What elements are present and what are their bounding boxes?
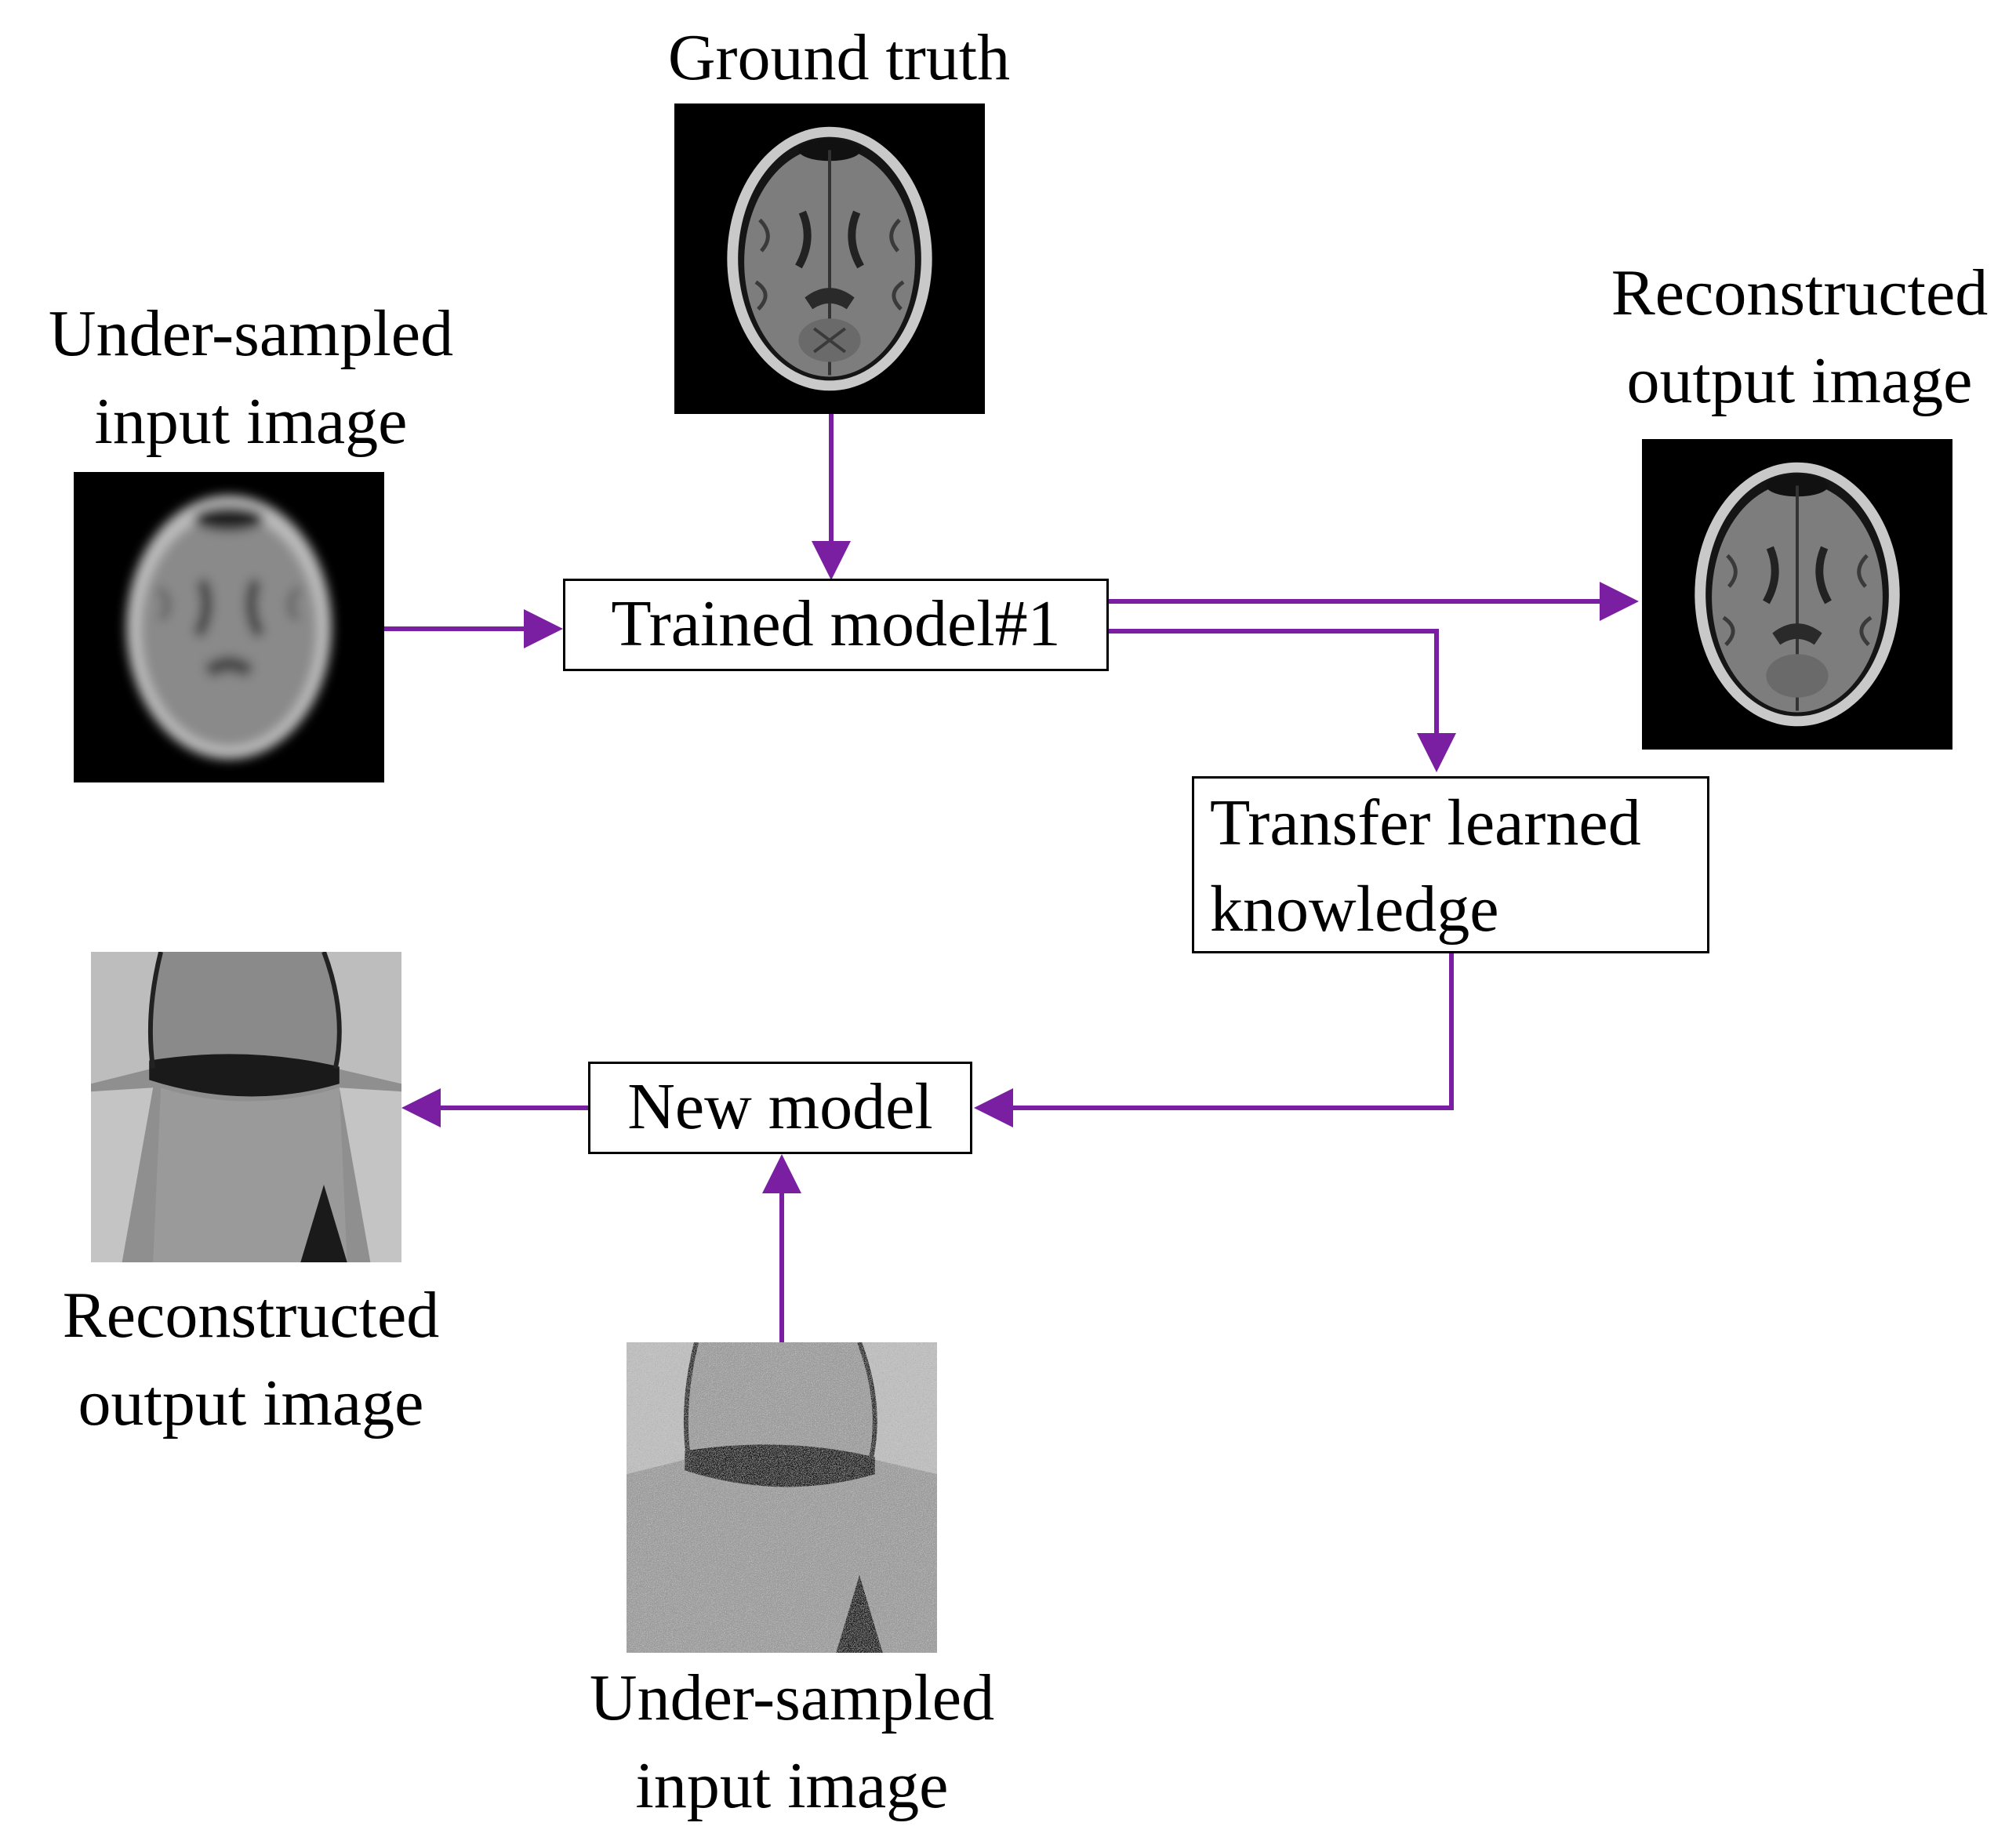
- arrow-head-transfer: [1417, 733, 1456, 772]
- reconstructed-brain-image: [1642, 439, 1952, 750]
- knee-mri-icon: [91, 952, 401, 1262]
- undersampled-brain-label: Under-sampled input image: [48, 297, 454, 458]
- undersampled-knee-label: Under-sampled input image: [589, 1661, 995, 1822]
- arrow-transfer-to-new-model: [1005, 953, 1454, 1110]
- ground-truth-brain-image: [674, 103, 985, 414]
- trained-model-box: Trained model#1: [563, 579, 1109, 671]
- new-model-label: New model: [627, 1070, 933, 1143]
- arrow-head-knee-input: [762, 1154, 801, 1193]
- undersampled-brain-image: [74, 472, 384, 782]
- reconstructed-brain-label: Reconstructed output image: [1611, 256, 1989, 417]
- arrow-head-knee-output: [401, 1088, 441, 1127]
- reconstructed-knee-label: Reconstructed output image: [62, 1279, 440, 1440]
- arrow-head-output: [1600, 582, 1639, 621]
- arrow-head-ground-truth: [812, 541, 851, 580]
- arrow-model-to-transfer: [1109, 629, 1439, 741]
- trained-model-label: Trained model#1: [611, 587, 1061, 660]
- ground-truth-label: Ground truth: [667, 21, 1011, 94]
- arrow-head-input: [524, 609, 563, 648]
- transfer-knowledge-box: Transfer learned knowledge: [1192, 776, 1709, 953]
- new-model-box: New model: [588, 1062, 972, 1154]
- brain-mri-blurred-icon: [126, 495, 332, 760]
- brain-mri-icon: [727, 126, 932, 391]
- transfer-label-line1: Transfer learned: [1210, 786, 1641, 859]
- knee-mri-noisy-icon: [627, 1342, 937, 1653]
- arrow-head-new-model: [974, 1088, 1013, 1127]
- undersampled-knee-image: [627, 1342, 937, 1653]
- brain-mri-reconstructed-icon: [1695, 462, 1900, 727]
- transfer-label-line2: knowledge: [1210, 873, 1499, 946]
- reconstructed-knee-image: [91, 952, 401, 1262]
